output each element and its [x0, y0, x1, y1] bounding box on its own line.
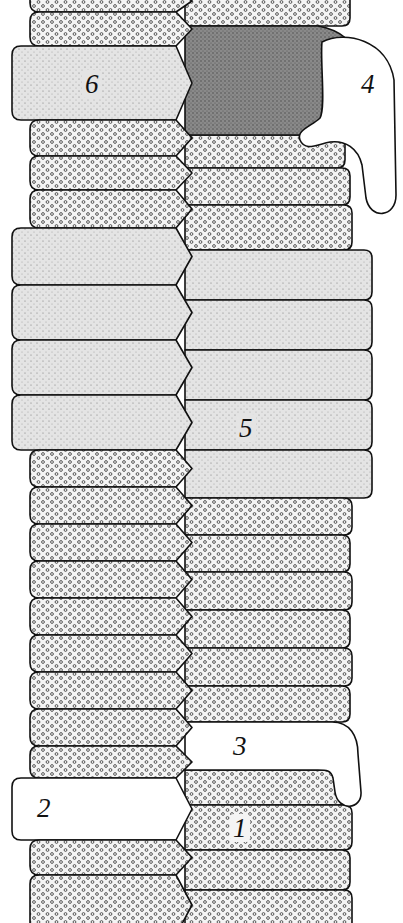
cell — [185, 890, 352, 923]
cell — [185, 400, 372, 450]
callout-number: 2 — [34, 794, 54, 822]
cell — [185, 572, 352, 610]
cell — [185, 350, 372, 400]
cell — [30, 524, 192, 561]
cell — [185, 770, 350, 805]
cell — [185, 686, 350, 722]
cell — [30, 709, 192, 746]
cell — [185, 535, 350, 572]
cell — [12, 46, 192, 120]
cell — [30, 487, 192, 524]
cell — [30, 875, 192, 923]
cell — [185, 805, 352, 850]
cell — [30, 12, 192, 46]
cell — [30, 156, 192, 190]
cell — [12, 778, 192, 840]
cell — [30, 598, 192, 635]
cell — [185, 300, 372, 350]
cell — [185, 168, 350, 205]
callout-number: 3 — [230, 732, 250, 760]
cell — [12, 228, 192, 285]
callout-number: 1 — [230, 814, 250, 842]
cell — [185, 450, 372, 498]
cell — [30, 120, 192, 156]
cell — [30, 840, 192, 875]
cell — [185, 850, 350, 890]
protruding-cell — [185, 722, 361, 806]
cell — [185, 610, 350, 648]
cell — [12, 340, 192, 395]
callout-number: 6 — [82, 70, 102, 98]
cell — [30, 635, 192, 672]
cell — [30, 450, 192, 487]
cell — [12, 285, 192, 340]
cell — [30, 561, 192, 598]
cell — [185, 250, 372, 300]
cell — [185, 0, 350, 26]
callout-number: 4 — [358, 70, 378, 98]
cell — [30, 0, 192, 12]
cell — [30, 190, 192, 228]
cell — [12, 395, 192, 450]
cell — [185, 205, 352, 250]
cell — [30, 672, 192, 709]
protruding-cell — [299, 37, 396, 213]
cell — [30, 746, 192, 778]
cell — [185, 648, 352, 686]
callout-number: 5 — [236, 414, 256, 442]
cell — [185, 498, 352, 535]
